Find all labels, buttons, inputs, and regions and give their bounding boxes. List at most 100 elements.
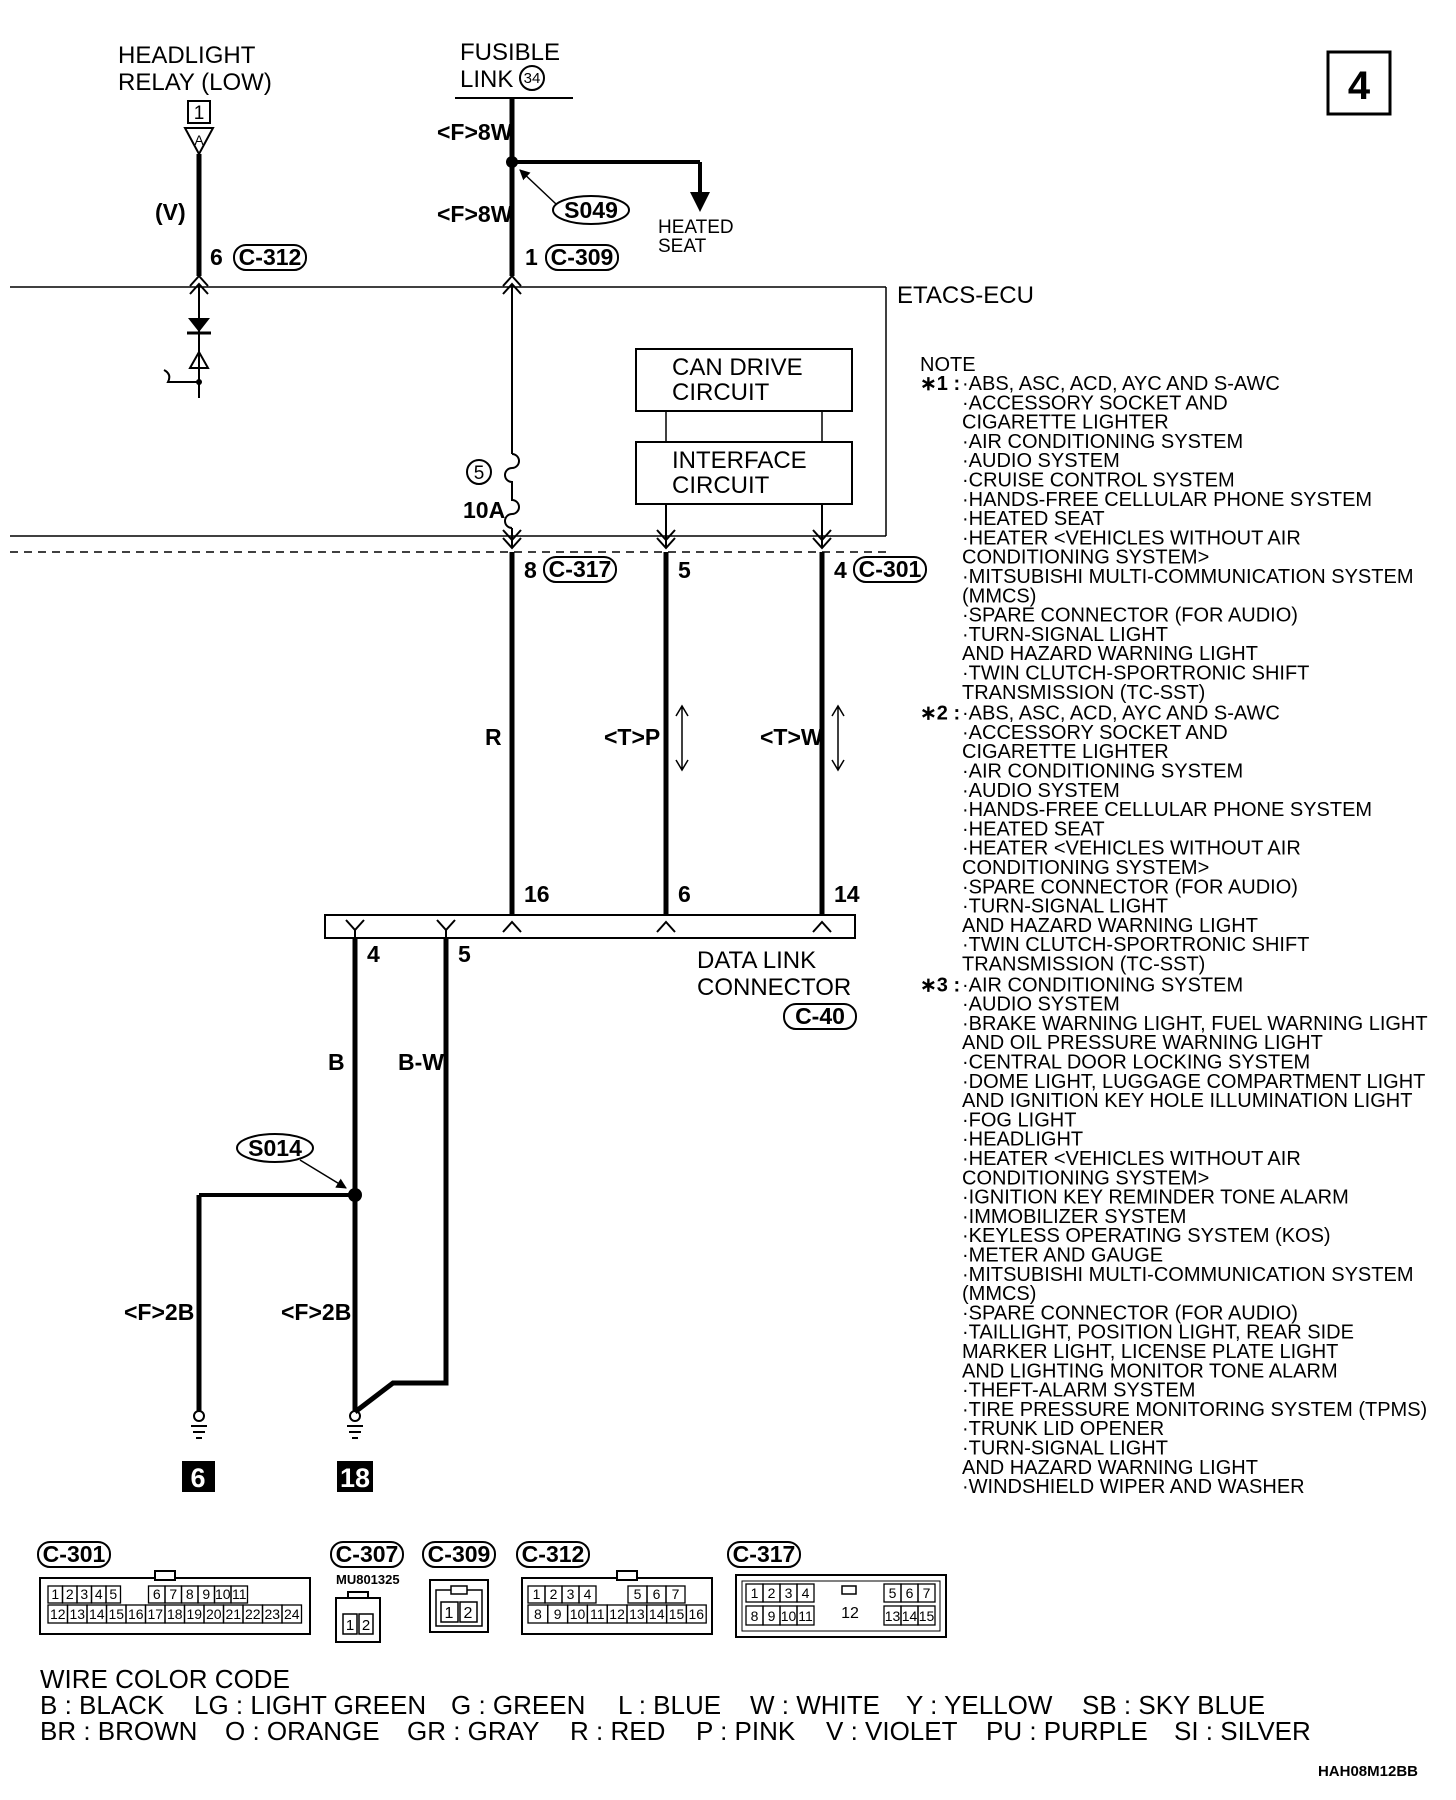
- c301-tag: C-301: [859, 556, 922, 582]
- c301-tag-box: [853, 556, 927, 583]
- note-item: ·AUDIO SYSTEM: [962, 450, 1120, 472]
- dlc-label-2: CONNECTOR: [697, 974, 851, 1001]
- fusible-link-label-1: FUSIBLE: [460, 39, 560, 66]
- sensor-triangle-icon: [188, 349, 210, 369]
- note-item: ·HEATER <VEHICLES WITHOUT AIR: [962, 838, 1301, 860]
- connector-pin-number: 3: [785, 1585, 793, 1601]
- connector-pin-number: 8: [534, 1606, 542, 1622]
- note-mark: ∗3 :: [920, 974, 960, 996]
- notes-block: NOTE∗1 :·ABS, ASC, ACD, AYC AND S-AWC·AC…: [920, 354, 1428, 1498]
- connector-pin-number: 15: [108, 1606, 124, 1622]
- wire-f2b-right-label: <F>2B: [281, 1299, 351, 1325]
- color-code-title: WIRE COLOR CODE: [40, 1664, 290, 1694]
- c317-tag-box: [543, 556, 617, 583]
- note-item: AND LIGHTING MONITOR TONE ALARM: [962, 1360, 1338, 1382]
- sensor-connection-icon: [163, 369, 199, 383]
- color-code-entry: G : GREEN: [451, 1690, 585, 1720]
- note-item: ·SPARE CONNECTOR (FOR AUDIO): [962, 605, 1298, 627]
- connector-pin-number: 13: [885, 1608, 901, 1624]
- note-item: ·CENTRAL DOOR LOCKING SYSTEM: [962, 1052, 1310, 1074]
- note-item: AND OIL PRESSURE WARNING LIGHT: [962, 1032, 1323, 1054]
- cv-c309-body: [429, 1579, 489, 1633]
- note-item: (MMCS): [962, 585, 1036, 607]
- connector-pin-number: 10: [570, 1606, 586, 1622]
- cv-c317-latch: [841, 1585, 857, 1595]
- c40-tag-box: [783, 1003, 857, 1030]
- page-number-box: [1326, 50, 1392, 116]
- connector-pin-number: 22: [245, 1606, 261, 1622]
- headlight-relay-terminal-box: [187, 100, 211, 124]
- connector-pin-number: 16: [128, 1606, 144, 1622]
- cv-c309-pin-2: 2: [464, 1605, 473, 1622]
- note-item: ·TAILLIGHT, POSITION LIGHT, REAR SIDE: [962, 1322, 1354, 1344]
- note-item: ·MITSUBISHI MULTI-COMMUNICATION SYSTEM: [962, 1264, 1413, 1286]
- connector-pin-number: 5: [109, 1586, 117, 1602]
- pin4-plug-arrow: [812, 529, 832, 550]
- wire-r-label: R: [485, 724, 502, 750]
- note-item: (MMCS): [962, 1283, 1036, 1305]
- connector-pin-number: 20: [206, 1606, 222, 1622]
- headlight-relay-terminal: 1: [194, 103, 205, 124]
- color-code-entry: SI : SILVER: [1174, 1716, 1311, 1746]
- sensor-node-icon: [196, 379, 202, 385]
- connector-pin-cell: [917, 1583, 936, 1603]
- note-item: ·TRUNK LID OPENER: [962, 1418, 1164, 1440]
- splice-s049-tag: S049: [564, 197, 618, 223]
- note-item: ·AUDIO SYSTEM: [962, 780, 1120, 802]
- fuse-number: 5: [474, 463, 485, 484]
- connector-pin-number: 9: [768, 1608, 776, 1624]
- note-item: ·HANDS-FREE CELLULAR PHONE SYSTEM: [962, 799, 1372, 821]
- ground-left-badge: [182, 1461, 215, 1492]
- cv-c309-pin-box-2: [459, 1601, 478, 1623]
- cv-c317-center-pin: 12: [841, 1605, 859, 1622]
- note-item: ·TURN-SIGNAL LIGHT: [962, 1438, 1168, 1460]
- data-link-connector-box: [324, 914, 856, 939]
- note-mark: ∗2 :: [920, 703, 960, 725]
- fusible-link-label-2: LINK: [460, 66, 513, 93]
- note-item: CONDITIONING SYSTEM>: [962, 857, 1209, 879]
- note-item: ·AUDIO SYSTEM: [962, 994, 1120, 1016]
- splice-s049-leader: [519, 169, 557, 205]
- connector-pin-number: 12: [609, 1606, 625, 1622]
- ground-right-badge: [337, 1461, 373, 1492]
- connector-pin-number: 16: [689, 1606, 705, 1622]
- color-code-entry: B : BLACK: [40, 1690, 165, 1720]
- can-drive-circuit-box: [635, 348, 853, 412]
- note-item: ·METER AND GAUGE: [962, 1245, 1163, 1267]
- connector-pin-number: 18: [167, 1606, 183, 1622]
- color-code-entry: GR : GRAY: [407, 1716, 539, 1746]
- note-item: ·AIR CONDITIONING SYSTEM: [962, 431, 1243, 453]
- connector-pin-cell: [796, 1605, 815, 1626]
- note-item: ·HEATER <VEHICLES WITHOUT AIR: [962, 527, 1301, 549]
- connector-pin-number: 5: [634, 1586, 642, 1602]
- connector-pin-number: 17: [147, 1606, 163, 1622]
- connector-pin-number: 9: [202, 1586, 210, 1602]
- note-item: ·MITSUBISHI MULTI-COMMUNICATION SYSTEM: [962, 566, 1413, 588]
- bidirectional-arrow-icon-tp: [675, 704, 689, 772]
- cv-c301-tag: C-301: [43, 1541, 106, 1567]
- c40-tag: C-40: [795, 1003, 845, 1029]
- note-item: ·FOG LIGHT: [962, 1109, 1076, 1131]
- color-code-entry: LG : LIGHT GREEN: [194, 1690, 426, 1720]
- note-item: ·ACCESSORY SOCKET AND: [962, 392, 1228, 414]
- connector-pin-number: 13: [629, 1606, 645, 1622]
- color-code-entry: SB : SKY BLUE: [1082, 1690, 1265, 1720]
- splice-s014-tag-box: [236, 1133, 314, 1163]
- connector-pin-number: 6: [653, 1586, 661, 1602]
- connector-pin-number: 6: [906, 1585, 914, 1601]
- connector-pin-number: 14: [649, 1606, 665, 1622]
- connector-pin-number: 7: [923, 1585, 931, 1601]
- cv-c309-inner: [435, 1589, 483, 1627]
- etacs-ecu-label: ETACS-ECU: [897, 282, 1034, 309]
- dlc-pin5-arrow: [436, 919, 456, 938]
- cv-c309-pin-box-1: [440, 1601, 459, 1623]
- connector-pin-number: 14: [902, 1608, 918, 1624]
- connector-pin-number: 12: [50, 1606, 66, 1622]
- dlc-pin14-arrow: [812, 920, 832, 933]
- cv-c312-latch: [616, 1570, 638, 1581]
- connector-pin-number: 3: [567, 1586, 575, 1602]
- wire-f2b-left-label: <F>2B: [124, 1299, 194, 1325]
